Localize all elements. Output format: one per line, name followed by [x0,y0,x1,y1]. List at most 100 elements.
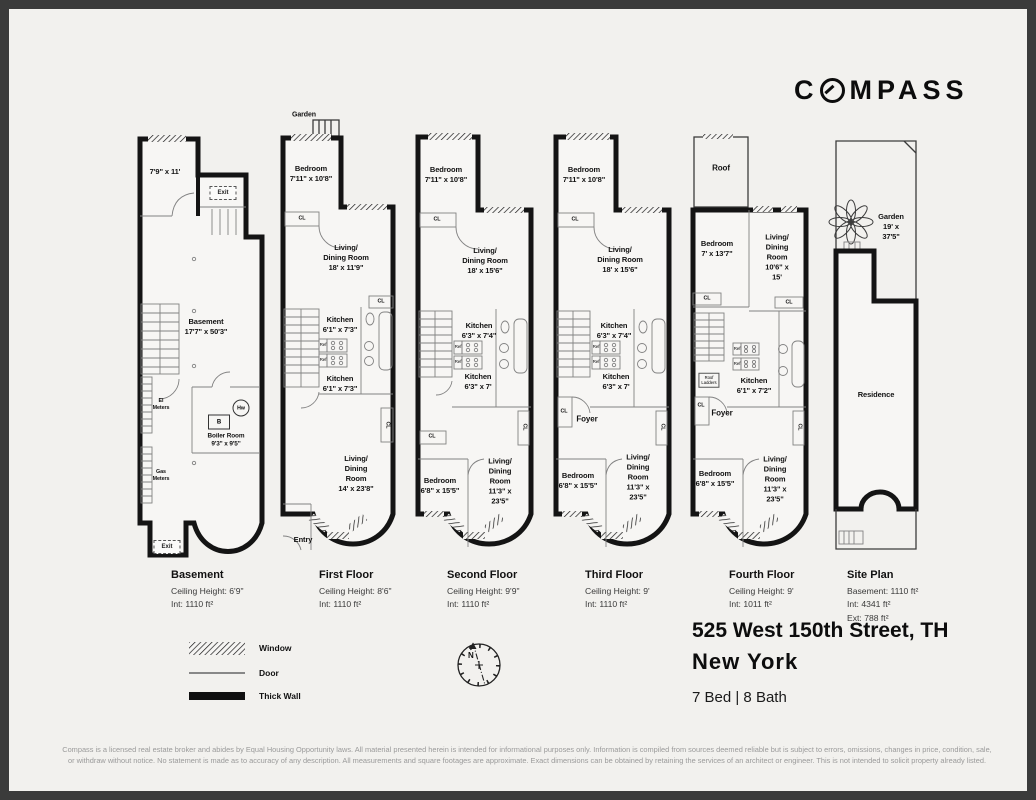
plan-name: Site Plan [847,569,894,581]
room-label-bedroom-2: Bedroom 6'8" x 15'5" [695,469,735,488]
roof-label: Roof [712,163,730,173]
plan-first-floor: Garden Bedroom 7'11" x 10'8" CL Living/ … [277,111,399,567]
room-label-bedroom: Bedroom 7'11" x 10'8" [289,164,333,183]
plan-name: Fourth Floor [729,569,795,581]
logo-letters-mpass: MPASS [849,75,969,105]
garden-label: Garden 19' x 37'5" [878,212,904,241]
closet-label: CL [433,216,441,223]
room-label-living-2: Living/ Dining Room 11'3" x 23'5" [488,456,512,505]
plan-fourth-floor: Roof Bedroom 7' x 13'7" Living/ Dining R… [687,129,812,567]
legend-thick-wall-label: Thick Wall [259,691,301,701]
plan-detail: Int: 1110 ft² [585,599,628,610]
thick-wall-swatch-icon [189,692,245,700]
plan-detail: Basement: 1110 ft² [847,586,919,596]
room-label-living-1: Living/ Dining Room 18' x 15'6" [597,245,643,274]
plan-second-floor: Bedroom 7'11" x 10'8" CL Living/ Dining … [412,129,537,567]
room-label-bedroom-1: Bedroom 7'11" x 10'8" [562,165,606,184]
plan-detail: Ceiling Height: 9' [729,586,794,596]
fridge-label: Ref [454,358,462,364]
legend-row-window: Window [189,641,292,655]
room-label-kitchen-2: Kitchen 6'1" x 7'3" [322,374,358,393]
legend-row-thick-wall: Thick Wall [189,689,301,703]
fridge-label: Ref [319,341,327,347]
exit-top-label: Exit [209,186,237,200]
plan-detail: Ceiling Height: 9' [585,586,650,596]
first-floor-walls-drawing [280,119,396,551]
plan-detail: Int: 1110 ft² [447,599,490,610]
hot-water-heater-label: Hw [232,399,250,417]
room-label-living-1: Living/ Dining Room 10'6" x 15' [765,232,789,281]
closet-label: CL [785,299,793,306]
room-label-kitchen-2: Kitchen 6'3" x 7' [602,372,630,391]
closet-label: CL [377,298,385,305]
plan-detail: Ceiling Height: 8'6" [319,586,392,596]
legend-window-label: Window [259,643,292,653]
plan-name: Third Floor [585,569,644,581]
foyer-label: Foyer [711,408,733,418]
room-label-living-2: Living/ Dining Room 11'3" x 23'5" [626,452,650,501]
room-label-kitchen-1: Kitchen 6'3" x 7'4" [596,321,632,340]
room-label-kitchen: Kitchen 6'1" x 7'2" [736,376,772,395]
fridge-label: Ref [592,358,600,364]
window-swatch-icon [189,641,245,655]
plan-detail: Int: 1011 ft² [729,599,772,610]
compass-logo: COMPASS [794,75,969,106]
caption-basement: Basement Ceiling Height: 6'9" Int: 1110 … [171,569,296,612]
caption-fourth-floor: Fourth Floor Ceiling Height: 9' Int: 101… [729,569,854,612]
room-label-bedroom-2: Bedroom 6'8" x 15'5" [558,471,598,490]
address-line: 525 West 150th Street, TH [692,619,949,642]
fridge-label: Ref [733,360,741,366]
garden-label: Garden [292,111,316,119]
closet-label: CL [428,433,436,440]
fourth-floor-walls-drawing [690,134,809,547]
tree-icon [828,199,874,245]
room-label-living-2: Living/ Dining Room 14' x 23'8" [338,454,374,493]
closet-label: CL [571,216,579,223]
closet-label: CL [560,408,568,415]
compass-needle-o-icon: O [819,78,845,103]
fridge-label: Ref [592,343,600,349]
compass-rose-icon: N [457,642,501,687]
plan-third-floor: Bedroom 7'11" x 10'8" CL Living/ Dining … [550,129,675,567]
closet-label: CL [659,423,666,431]
plan-site: Garden 19' x 37'5" Residence [828,137,926,562]
legend-door-label: Door [259,668,279,678]
fridge-label: Ref [454,343,462,349]
third-floor-walls-drawing [553,133,672,547]
site-plan-drawing [828,140,919,550]
plan-name: Second Floor [447,569,518,581]
exit-bottom-label: Exit [153,540,181,554]
closet-label: CL [796,423,803,431]
disclaimer: Compass is a licensed real estate broker… [57,744,997,766]
room-label-bedroom-1: Bedroom 7'11" x 10'8" [424,165,468,184]
room-label-living-1: Living/ Dining Room 18' x 15'6" [462,246,508,275]
room-label-bedroom-2: Bedroom 6'8" x 15'5" [420,476,460,495]
closet-label: CL [521,423,528,431]
plan-detail: Ceiling Height: 9'9" [447,586,520,596]
caption-first-floor: First Floor Ceiling Height: 8'6" Int: 11… [319,569,444,612]
plan-detail: Int: 1110 ft² [319,599,362,610]
roof-ladders-label: Roof Ladders [698,372,720,388]
boiler-label: B [208,414,230,430]
listing-info: 525 West 150th Street, TH New York 7 Bed… [692,619,948,706]
plan-detail: Int: 4341 ft² [847,599,891,610]
closet-label: CL [384,421,391,429]
plan-name: First Floor [319,569,374,581]
closet-label: CL [298,215,306,222]
room-label-boiler-room: Boiler Room 9'3" x 9'5" [207,432,245,448]
room-label-front: 7'9" x 11' [149,167,181,177]
caption-site-plan: Site Plan Basement: 1110 ft² Int: 4341 f… [847,569,972,625]
logo-letter-c: C [794,75,819,105]
room-label-living-1: Living/ Dining Room 18' x 11'9" [323,243,369,272]
plan-basement: 7'9" x 11' Exit Basement 17'7" x 50'3" E… [134,131,269,571]
legend: Window Door Thick Wall [189,641,399,703]
disclaimer-line-1: Compass is a licensed real estate broker… [62,745,992,754]
room-label-basement: Basement 17'7" x 50'3" [184,317,228,336]
plan-detail: Ceiling Height: 6'9" [171,586,244,596]
plan-detail: Int: 1110 ft² [171,599,214,610]
room-label-living-2: Living/ Dining Room 11'3" x 23'5" [763,454,787,503]
room-label-gas-meters: Gas Meters [152,468,170,482]
door-swatch-icon [189,672,245,674]
room-label-kitchen-1: Kitchen 6'3" x 7'4" [461,321,497,340]
